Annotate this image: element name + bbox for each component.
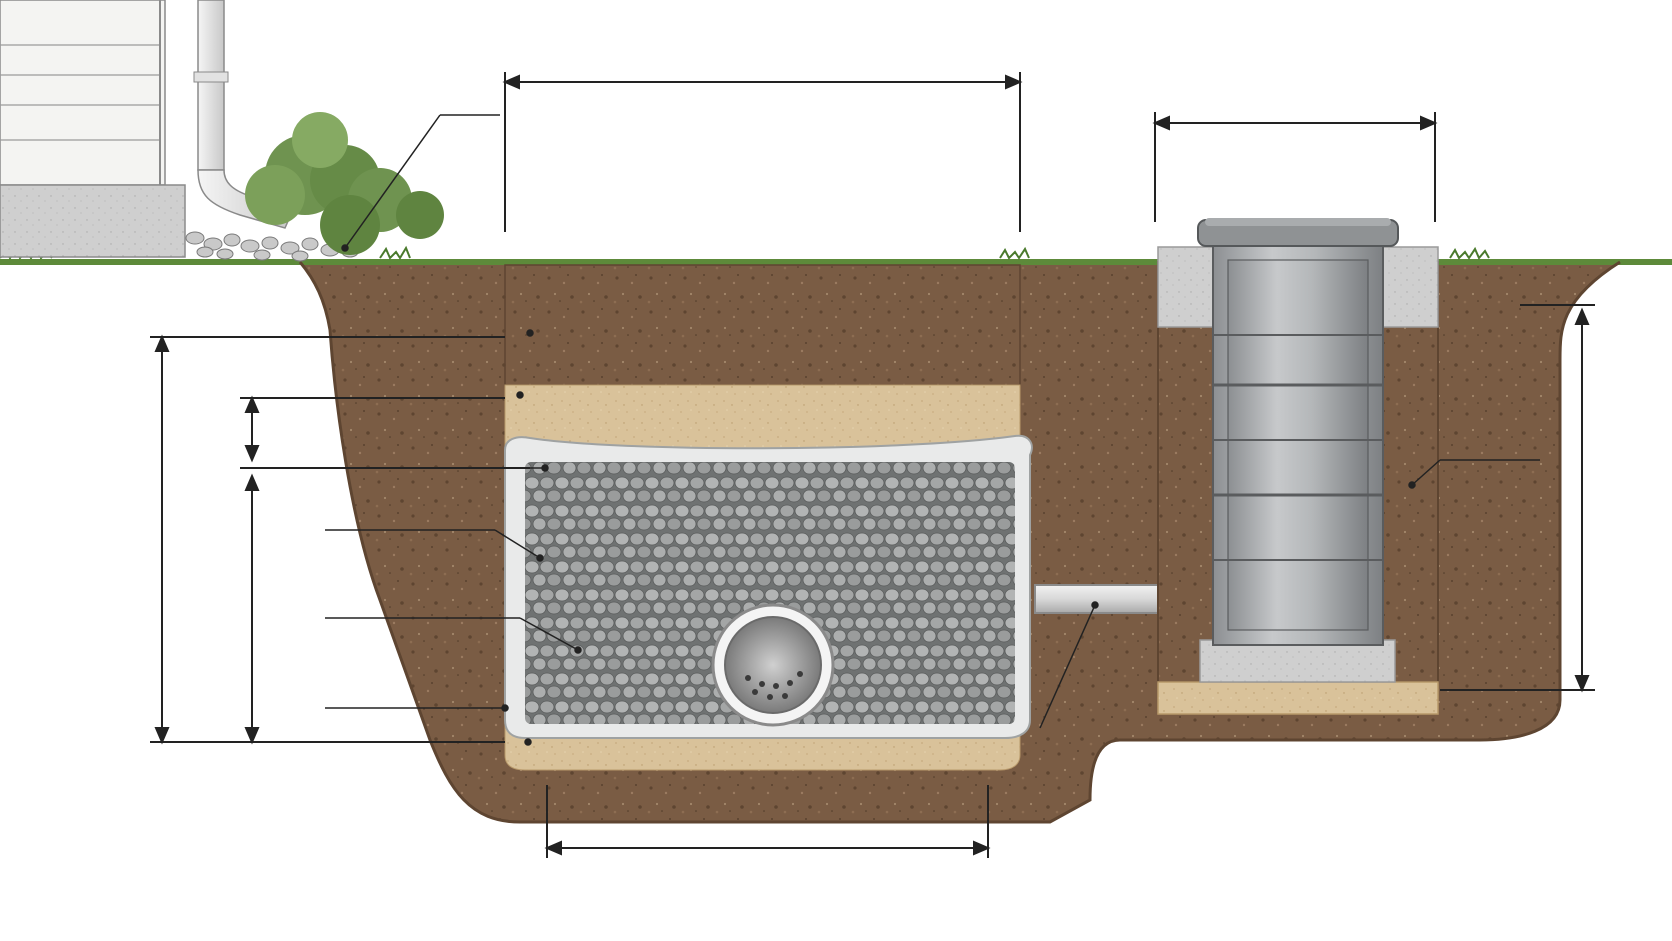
leader-lines <box>240 114 1540 746</box>
trench-outline <box>298 260 1621 824</box>
shrub <box>245 112 444 255</box>
dry-well-chamber <box>1212 244 1384 646</box>
topsoil-backfill <box>504 264 1021 386</box>
dry-well-base-pad <box>1199 639 1396 683</box>
concrete-collar-left <box>1157 246 1214 328</box>
perforated-pipe <box>711 603 835 727</box>
gravel-bed <box>525 462 1015 724</box>
dry-well-lid <box>1197 218 1399 247</box>
concrete-collar-right <box>1382 246 1439 328</box>
house-wall <box>0 0 186 258</box>
dry-well-sand-base <box>1157 681 1439 715</box>
